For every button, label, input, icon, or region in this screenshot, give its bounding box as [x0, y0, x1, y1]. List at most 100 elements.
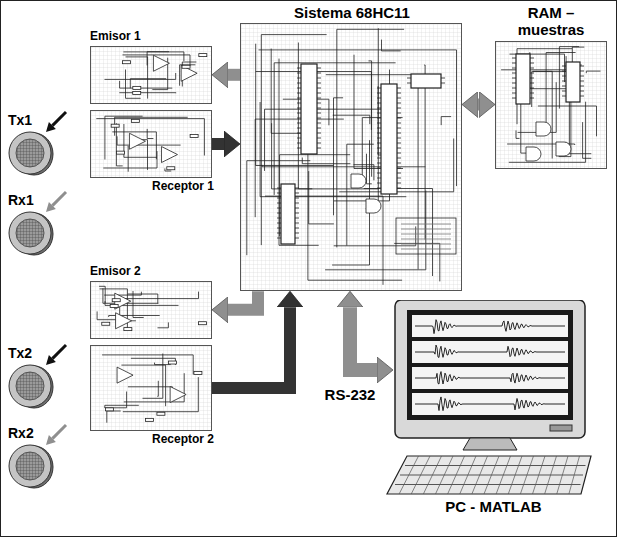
key-column — [484, 456, 499, 494]
wire — [157, 381, 158, 397]
chip-pin — [580, 70, 584, 71]
keyboard — [387, 456, 591, 494]
signal-trace — [415, 372, 565, 384]
schematic-grid — [91, 346, 211, 430]
chip-pin — [562, 95, 566, 96]
box-title: PC - MATLAB — [385, 498, 602, 515]
chip-pin — [530, 77, 534, 78]
wire — [326, 75, 418, 270]
chip-pin — [295, 223, 299, 224]
transducer-mesh — [16, 452, 44, 480]
chip-pin — [580, 95, 584, 96]
wire — [501, 56, 566, 70]
chip-pin — [377, 173, 381, 174]
note-line — [401, 229, 451, 230]
chip-pin — [295, 193, 299, 194]
chip-pin — [530, 72, 534, 73]
resistor-symbol — [131, 119, 139, 122]
chip-pin — [397, 93, 401, 94]
chip-pin — [377, 93, 381, 94]
key-column — [508, 456, 522, 494]
box-title: Receptor 2 — [90, 433, 214, 447]
resistor-symbol — [190, 134, 198, 137]
chip-pin — [512, 97, 516, 98]
chip-pin — [317, 148, 321, 149]
wire — [441, 117, 451, 126]
wire — [147, 129, 153, 139]
plot-strip — [412, 315, 568, 337]
chip-pin — [377, 128, 381, 129]
opamp-symbol — [153, 55, 169, 71]
chip-pin — [317, 118, 321, 119]
chip-pin — [277, 228, 281, 229]
chip-pin — [277, 238, 281, 239]
schematic-box: Sistema 68HC11 — [240, 4, 464, 291]
resistor-symbol — [116, 151, 124, 154]
icon-frame — [8, 130, 60, 176]
illustration — [241, 24, 462, 291]
chip-symbol — [516, 54, 530, 104]
wire — [325, 191, 426, 270]
wire — [583, 122, 592, 158]
transducer-mesh — [16, 219, 44, 247]
chip-pin — [397, 188, 401, 189]
note-box — [396, 218, 456, 254]
chip-pin — [562, 80, 566, 81]
box-title: Sistema 68HC11 — [240, 4, 464, 21]
note-line — [401, 239, 451, 240]
wire — [255, 119, 344, 217]
chip-pin — [297, 118, 301, 119]
wire — [586, 71, 600, 73]
chip-pin — [530, 67, 534, 68]
wire — [247, 161, 310, 256]
resistor-symbol — [111, 124, 119, 127]
signal-trace — [415, 345, 565, 357]
link-label: RS-232 — [323, 386, 378, 403]
resistor-symbol — [122, 61, 130, 64]
illustration — [8, 363, 60, 409]
key-column — [545, 456, 557, 494]
key-column — [460, 456, 476, 494]
key-column — [557, 456, 568, 494]
wire — [107, 411, 121, 423]
chip-pin — [317, 88, 321, 89]
chip-pin — [377, 98, 381, 99]
connector-arrow — [212, 307, 290, 388]
opamp-symbol — [161, 147, 177, 163]
chip-pin — [397, 133, 401, 134]
chip-pin — [317, 78, 321, 79]
chip-pin — [297, 93, 301, 94]
chip-pin — [562, 75, 566, 76]
wire — [117, 136, 181, 145]
wire — [130, 78, 166, 88]
chip-pin — [297, 113, 301, 114]
schematic-box: Receptor 1 — [90, 110, 214, 194]
chip-pin — [397, 148, 401, 149]
chip-pin — [512, 72, 516, 73]
transducer: Tx1 — [8, 112, 62, 176]
chip-pin — [295, 208, 299, 209]
resistor-symbol — [169, 361, 177, 364]
illustration — [8, 210, 60, 256]
chip-pin — [530, 87, 534, 88]
chip-symbol — [281, 184, 295, 244]
chip-pin — [397, 173, 401, 174]
chip-pin — [297, 143, 301, 144]
chip-pin — [377, 118, 381, 119]
resistor-symbol — [124, 327, 132, 330]
chip-pin — [277, 198, 281, 199]
chip-pin — [441, 78, 445, 79]
connector-arrow — [478, 99, 479, 111]
chip-pin — [277, 218, 281, 219]
box-title: Tx2 — [8, 345, 62, 361]
chip-pin — [562, 70, 566, 71]
signal-trace — [415, 397, 565, 411]
icon-frame — [8, 210, 60, 256]
chip-pin — [277, 223, 281, 224]
chip-pin — [317, 98, 321, 99]
icon-frame — [8, 443, 60, 489]
connector-arrow — [350, 307, 377, 370]
emission-arrow — [46, 345, 66, 365]
chip-pin — [512, 62, 516, 63]
